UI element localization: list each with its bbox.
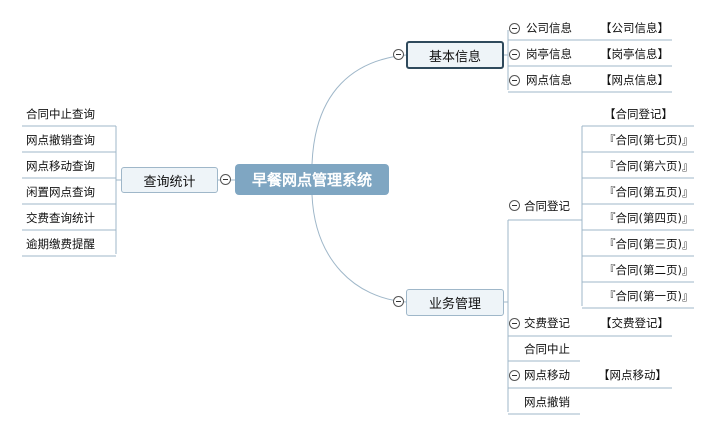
- site-info-label[interactable]: 网点信息: [526, 73, 572, 87]
- company-info-toggle[interactable]: [509, 23, 520, 34]
- contract-page-1[interactable]: 『合同(第一页)』: [604, 289, 694, 303]
- query-stats-node[interactable]: 查询统计: [121, 167, 218, 193]
- root-node[interactable]: 早餐网点管理系统: [235, 164, 389, 195]
- site-move-tag[interactable]: 【网点移动】: [598, 368, 667, 382]
- contract-page-7[interactable]: 『合同(第七页)』: [604, 133, 694, 147]
- contract-page-5[interactable]: 『合同(第五页)』: [604, 185, 694, 199]
- fee-register-tag[interactable]: 【交费登记】: [600, 316, 669, 330]
- kiosk-info-tag[interactable]: 【岗亭信息】: [600, 47, 669, 61]
- fee-register-label[interactable]: 交费登记: [524, 316, 570, 330]
- contract-register-toggle[interactable]: [509, 200, 520, 211]
- business-mgmt-toggle[interactable]: [393, 296, 404, 307]
- contract-register-tag[interactable]: 【合同登记】: [604, 107, 673, 121]
- basic-info-node[interactable]: 基本信息: [406, 41, 504, 69]
- query-item-site-revoke[interactable]: 网点撤销查询: [26, 133, 95, 147]
- kiosk-info-toggle[interactable]: [509, 49, 520, 60]
- query-item-site-move[interactable]: 网点移动查询: [26, 159, 95, 173]
- site-info-toggle[interactable]: [509, 75, 520, 86]
- business-mgmt-node[interactable]: 业务管理: [406, 289, 504, 316]
- query-item-contract-stop[interactable]: 合同中止查询: [26, 107, 95, 121]
- basic-info-toggle[interactable]: [393, 49, 404, 60]
- query-item-overdue-reminder[interactable]: 逾期缴费提醒: [26, 237, 95, 251]
- contract-register-label[interactable]: 合同登记: [524, 199, 570, 213]
- company-info-label[interactable]: 公司信息: [526, 21, 572, 35]
- contract-page-6[interactable]: 『合同(第六页)』: [604, 159, 694, 173]
- site-info-tag[interactable]: 【网点信息】: [600, 73, 669, 87]
- company-info-tag[interactable]: 【公司信息】: [600, 21, 669, 35]
- contract-page-3[interactable]: 『合同(第三页)』: [604, 237, 694, 251]
- site-move-label[interactable]: 网点移动: [524, 368, 570, 382]
- fee-register-toggle[interactable]: [509, 318, 520, 329]
- site-revoke-label[interactable]: 网点撤销: [524, 395, 570, 409]
- contract-page-4[interactable]: 『合同(第四页)』: [604, 211, 694, 225]
- site-move-toggle[interactable]: [509, 370, 520, 381]
- contract-stop-label[interactable]: 合同中止: [524, 342, 570, 356]
- query-item-fee-stats[interactable]: 交费查询统计: [26, 211, 95, 225]
- root-collapse-toggle[interactable]: [220, 174, 231, 185]
- kiosk-info-label[interactable]: 岗亭信息: [526, 47, 572, 61]
- contract-page-2[interactable]: 『合同(第二页)』: [604, 263, 694, 277]
- query-item-idle-site[interactable]: 闲置网点查询: [26, 185, 95, 199]
